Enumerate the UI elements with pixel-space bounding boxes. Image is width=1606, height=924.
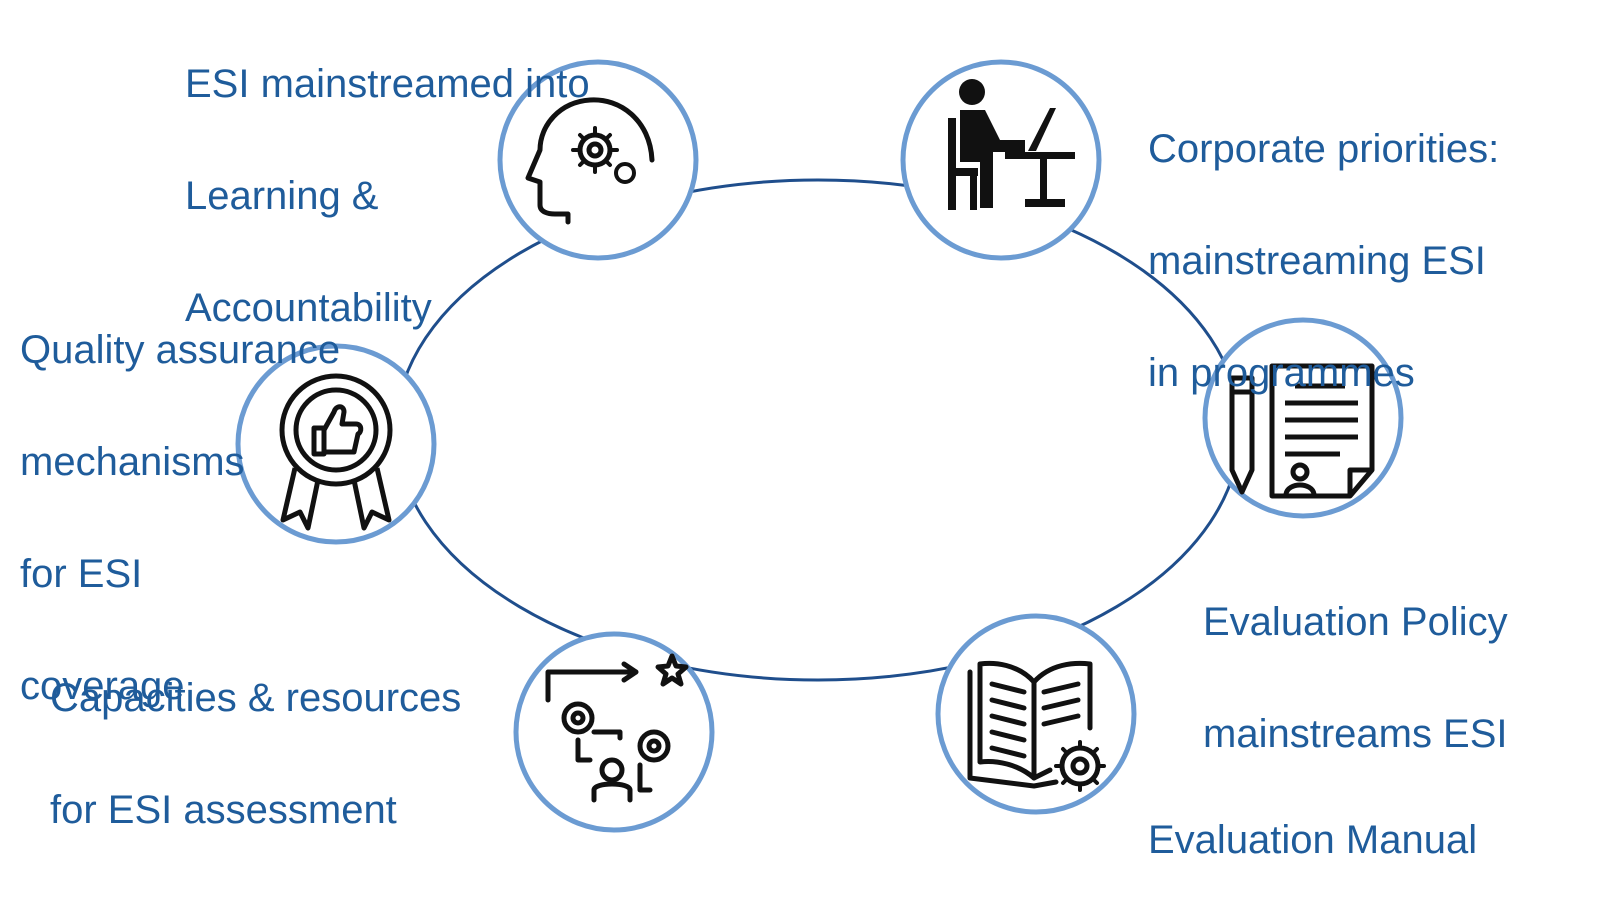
node-learning — [497, 59, 699, 261]
label-line: Evaluation Policy — [1203, 600, 1508, 644]
node-circle — [900, 59, 1102, 261]
label-line: Evaluation Manual — [1148, 818, 1478, 862]
label-corporate: Corporate priorities: mainstreaming ESI … — [1148, 65, 1499, 457]
label-capacities: Capacities & resources for ESI assessmen… — [50, 614, 461, 894]
label-line: coverage — [20, 664, 185, 708]
label-manual: Evaluation Manual — [1148, 756, 1477, 924]
label-line: for ESI assessment — [50, 788, 397, 832]
node-manual — [935, 613, 1137, 815]
label-policy: Evaluation Policy mainstreams ESI — [1203, 538, 1508, 818]
node-policy — [1202, 317, 1404, 519]
node-corporate — [900, 59, 1102, 261]
head-gears-icon — [525, 97, 655, 225]
node-capacities — [513, 631, 715, 833]
label-line: in programmes — [1148, 351, 1415, 395]
label-line: Capacities & resources — [50, 676, 462, 720]
award-thumbs-up-icon — [279, 373, 393, 531]
label-line: Corporate priorities: — [1148, 127, 1500, 171]
label-line: Learning & — [185, 174, 379, 218]
node-circle — [497, 59, 699, 261]
label-line: Accountability — [185, 286, 432, 330]
open-book-gear-icon — [967, 660, 1106, 792]
pencil-document-icon — [1229, 363, 1375, 499]
label-line: for ESI — [20, 552, 143, 596]
node-quality — [235, 343, 437, 545]
label-line: ESI mainstreamed into — [185, 62, 590, 106]
cycle-diagram — [235, 59, 1404, 833]
gears-process-person-icon — [545, 653, 689, 803]
label-line: mainstreams ESI — [1203, 712, 1508, 756]
label-line: mechanisms — [20, 440, 245, 484]
label-learning: ESI mainstreamed into Learning & Account… — [185, 0, 590, 392]
person-at-desk-icon — [948, 79, 1075, 210]
label-line: mainstreaming ESI — [1148, 239, 1486, 283]
label-line: Quality assurance — [20, 328, 341, 372]
label-quality: Quality assurance mechanisms for ESI cov… — [20, 266, 340, 770]
